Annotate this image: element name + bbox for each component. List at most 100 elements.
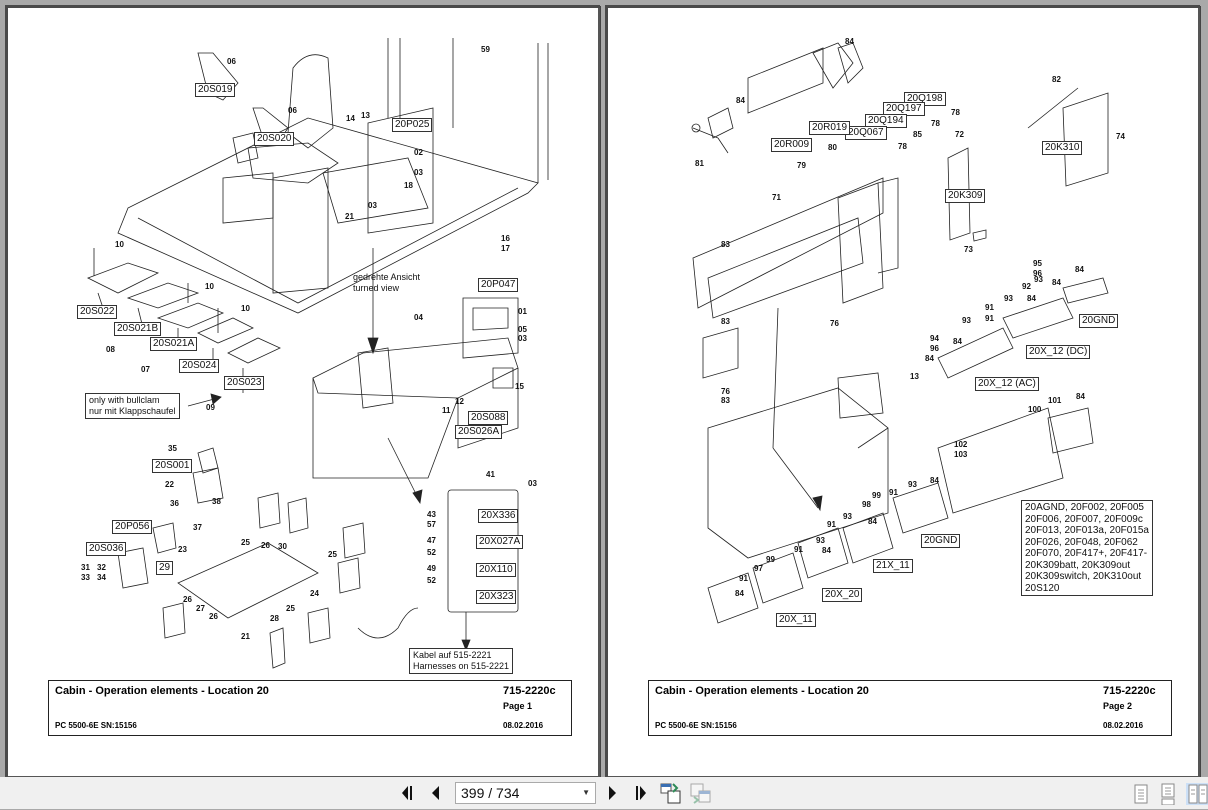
next-view-button[interactable] xyxy=(690,782,712,804)
title-block: Cabin - Operation elements - Location 20… xyxy=(48,680,572,736)
callout-92: 92 xyxy=(1022,282,1031,291)
callout-28: 28 xyxy=(270,614,279,623)
view-facing-pages-button[interactable] xyxy=(1186,783,1208,805)
callout-91: 91 xyxy=(794,545,803,554)
callout-10: 10 xyxy=(115,240,124,249)
callout-25: 25 xyxy=(328,550,337,559)
callout-95: 95 xyxy=(1033,259,1042,268)
callout-84: 84 xyxy=(735,589,744,598)
callout-84: 84 xyxy=(930,476,939,485)
document-number: 715-2220c xyxy=(1103,685,1156,697)
callout-83: 83 xyxy=(721,396,730,405)
callout-78: 78 xyxy=(951,108,960,117)
part-label-20s023: 20S023 xyxy=(224,376,265,390)
callout-83: 83 xyxy=(721,317,730,326)
part-label-20gnd: 20GND xyxy=(921,534,961,548)
callout-93: 93 xyxy=(1004,294,1013,303)
callout-22: 22 xyxy=(165,480,174,489)
callout-91: 91 xyxy=(889,488,898,497)
callout-10: 10 xyxy=(241,304,250,313)
callout-93: 93 xyxy=(843,512,852,521)
callout-78: 78 xyxy=(898,142,907,151)
callout-91: 91 xyxy=(985,303,994,312)
callout-24: 24 xyxy=(310,589,319,598)
callout-06: 06 xyxy=(288,106,297,115)
callout-71: 71 xyxy=(772,193,781,202)
callout-03: 03 xyxy=(368,201,377,210)
callout-79: 79 xyxy=(797,161,806,170)
last-page-button[interactable] xyxy=(630,785,648,801)
document-viewer[interactable]: 06 20S019 06 20S020 59 14 13 20P025 02 0… xyxy=(0,0,1208,778)
callout-93: 93 xyxy=(1034,275,1043,284)
single-page-icon xyxy=(1134,784,1148,804)
callout-93: 93 xyxy=(816,536,825,545)
part-label-20x20: 20X_20 xyxy=(822,588,863,602)
callout-34: 34 xyxy=(97,573,106,582)
next-page-icon xyxy=(609,786,616,800)
facing-pages-icon xyxy=(1188,784,1208,804)
part-label-20r019: 20R019 xyxy=(809,121,851,135)
part-label-20p025: 20P025 xyxy=(392,118,433,132)
previous-view-button[interactable] xyxy=(660,782,682,804)
continuous-pages-icon xyxy=(1161,783,1175,806)
callout-74: 74 xyxy=(1116,132,1125,141)
callout-84: 84 xyxy=(1076,392,1085,401)
callout-99: 99 xyxy=(872,491,881,500)
callout-26: 26 xyxy=(183,595,192,604)
first-page-button[interactable] xyxy=(400,785,418,801)
note-harness: Kabel auf 515-2221 Harnesses on 515-2221 xyxy=(409,648,514,674)
callout-85: 85 xyxy=(913,130,922,139)
callout-84: 84 xyxy=(868,517,877,526)
callout-05: 05 xyxy=(518,325,527,334)
callout-04: 04 xyxy=(414,313,423,322)
part-label-20s021a: 20S021A xyxy=(150,337,198,351)
callout-84: 84 xyxy=(1075,265,1084,274)
callout-59: 59 xyxy=(481,45,490,54)
view-continuous-button[interactable] xyxy=(1160,783,1176,806)
callout-37: 37 xyxy=(193,523,202,532)
callout-03: 03 xyxy=(528,479,537,488)
callout-98: 98 xyxy=(862,500,871,509)
chevron-down-icon: ▼ xyxy=(582,788,590,797)
callout-14: 14 xyxy=(346,114,355,123)
callout-73: 73 xyxy=(964,245,973,254)
part-label-20s088: 20S088 xyxy=(468,411,509,425)
callout-101: 101 xyxy=(1048,396,1062,405)
electrical-drawing-page-2: 84 20Q198 78 20Q197 78 20Q194 85 20Q067 … xyxy=(608,8,1200,678)
callout-84: 84 xyxy=(845,37,854,46)
callout-96: 96 xyxy=(930,344,939,353)
callout-36: 36 xyxy=(170,499,179,508)
page-label: Page 2 xyxy=(1103,701,1133,711)
callout-02: 02 xyxy=(414,148,423,157)
fuse-reference-list: 20AGND, 20F002, 20F005 20F006, 20F007, 2… xyxy=(1021,500,1153,596)
callout-26: 26 xyxy=(261,541,270,550)
next-page-button[interactable] xyxy=(606,785,618,801)
part-label-20s019: 20S019 xyxy=(195,83,236,97)
electrical-linework xyxy=(691,42,1109,624)
callout-47: 47 xyxy=(427,536,436,545)
page-number-dropdown[interactable]: 399 / 734 ▼ xyxy=(455,782,596,804)
callout-78: 78 xyxy=(931,119,940,128)
callout-12: 12 xyxy=(455,397,464,406)
cabin-drawing-page-1: 06 20S019 06 20S020 59 14 13 20P025 02 0… xyxy=(8,8,600,678)
callout-08: 08 xyxy=(106,345,115,354)
callout-100: 100 xyxy=(1028,405,1042,414)
callout-16: 16 xyxy=(501,234,510,243)
part-label-21x11: 21X_11 xyxy=(873,559,913,573)
previous-page-icon xyxy=(432,786,439,800)
first-page-icon xyxy=(402,786,412,800)
view-single-page-button[interactable] xyxy=(1133,783,1149,805)
callout-84: 84 xyxy=(953,337,962,346)
callout-93: 93 xyxy=(908,480,917,489)
callout-25: 25 xyxy=(241,538,250,547)
previous-page-button[interactable] xyxy=(430,785,442,801)
part-label-20k310: 20K310 xyxy=(1042,141,1083,155)
part-label-20x323: 20X323 xyxy=(476,590,517,604)
callout-49: 49 xyxy=(427,564,436,573)
callout-17: 17 xyxy=(501,244,510,253)
callout-102: 102 xyxy=(954,440,968,449)
callout-21: 21 xyxy=(241,632,250,641)
part-label-20x12-dc: 20X_12 (DC) xyxy=(1026,345,1091,359)
callout-25: 25 xyxy=(286,604,295,613)
callout-10: 10 xyxy=(205,282,214,291)
